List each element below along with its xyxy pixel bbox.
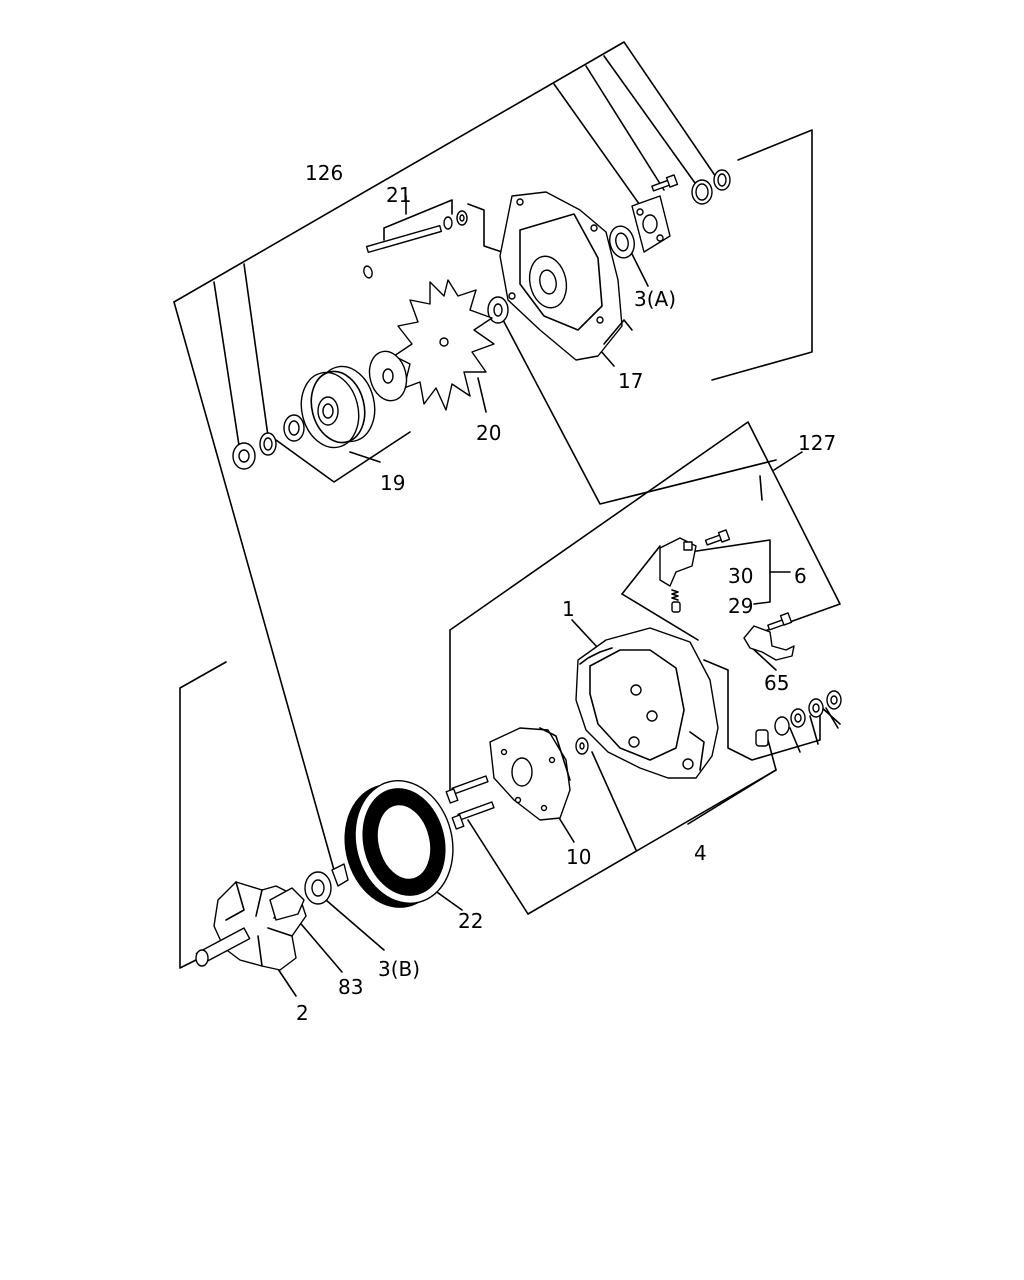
callout-19: 19 — [380, 471, 405, 495]
bearing-3b — [304, 871, 332, 905]
bolt-washers — [443, 210, 468, 230]
pulley-washer — [368, 350, 408, 402]
rotor-2 — [195, 881, 307, 971]
terminal-clip-65 — [743, 625, 795, 661]
callout-2: 2 — [296, 1001, 309, 1025]
callout-21: 21 — [386, 183, 411, 207]
screw-65 — [767, 612, 793, 631]
snap-ring-top — [713, 169, 731, 191]
rectifier-screws — [445, 775, 495, 830]
leader-lines — [173, 41, 841, 997]
callout-labels: 126 21 3(A) 17 20 19 127 30 6 29 1 65 10… — [296, 161, 836, 1025]
callout-22: 22 — [458, 909, 483, 933]
callout-126: 126 — [305, 161, 343, 185]
brush-29 — [671, 601, 681, 613]
spring-30 — [671, 589, 679, 601]
fan-20 — [393, 279, 495, 411]
retainer-plate — [631, 195, 671, 253]
collar-ring — [691, 179, 713, 205]
callout-127: 127 — [798, 431, 836, 455]
brush-holder-6 — [659, 537, 697, 587]
callout-17: 17 — [618, 369, 643, 393]
callout-20: 20 — [476, 421, 501, 445]
front-housing-17 — [499, 191, 633, 361]
callout-83: 83 — [338, 975, 363, 999]
callout-1: 1 — [562, 597, 575, 621]
nut-126 — [232, 442, 256, 470]
terminal-hardware — [755, 690, 842, 747]
callout-30: 30 — [728, 564, 753, 588]
callout-4: 4 — [694, 841, 707, 865]
spacer-washer — [487, 296, 509, 324]
pulley-19 — [300, 365, 376, 449]
screw-127 — [704, 529, 731, 546]
spacer-19 — [283, 414, 305, 442]
callout-3b: 3(B) — [378, 957, 420, 981]
callout-65: 65 — [764, 671, 789, 695]
stator-22 — [344, 780, 454, 908]
snap-ring-126 — [259, 432, 277, 456]
through-bolt-21 — [363, 224, 443, 279]
callout-3a: 3(A) — [634, 287, 676, 311]
small-washer-rear — [575, 737, 589, 755]
screw-top — [651, 174, 679, 192]
rear-housing-1 — [575, 627, 719, 779]
rectifier-10 — [489, 727, 571, 821]
callout-10: 10 — [566, 845, 591, 869]
bearing-3a — [609, 225, 635, 259]
callout-6: 6 — [794, 564, 807, 588]
key-83 — [331, 863, 349, 887]
callout-29: 29 — [728, 594, 753, 618]
